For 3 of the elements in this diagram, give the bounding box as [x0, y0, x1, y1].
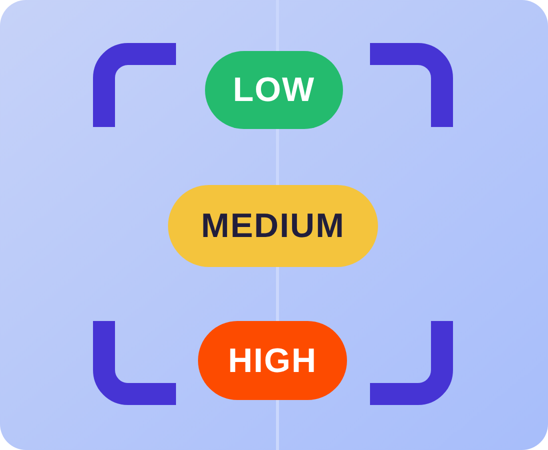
level-label: HIGH — [228, 344, 317, 378]
level-label: MEDIUM — [201, 209, 345, 243]
level-label: LOW — [232, 73, 316, 107]
